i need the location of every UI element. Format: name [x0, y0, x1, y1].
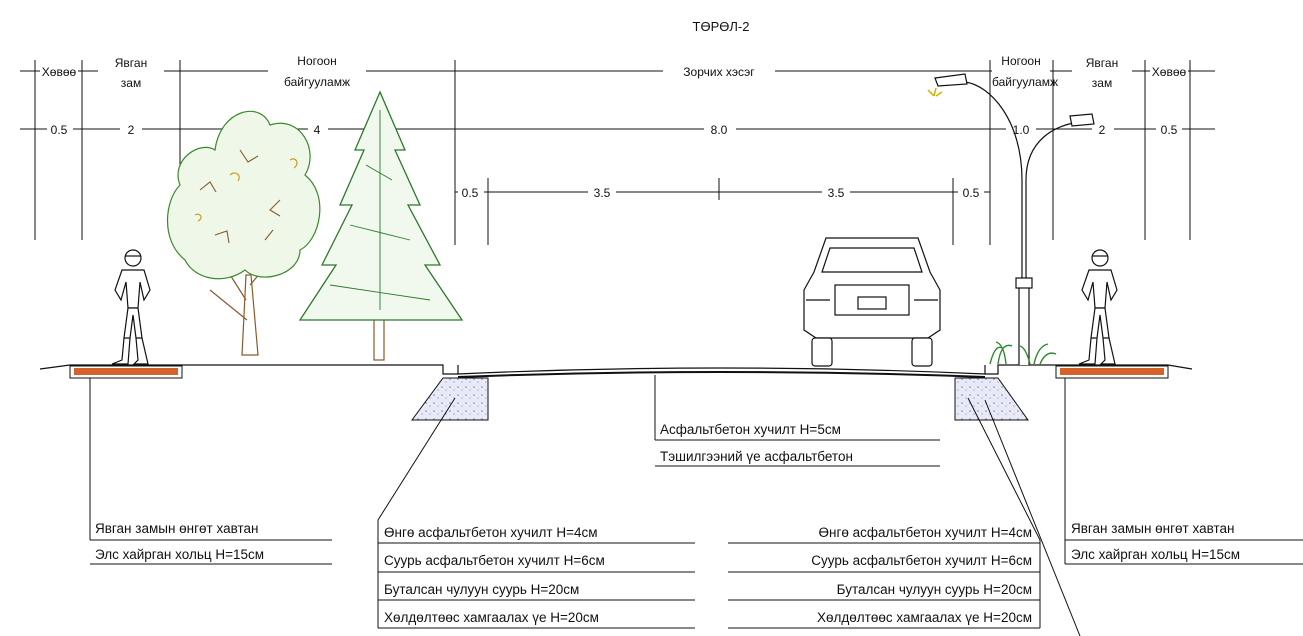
callout-road-center: Асфальтбетон хучилт H=5см Тэшилгээний үе… — [660, 422, 853, 464]
pedestrian-left-icon — [111, 249, 151, 365]
callout-right-sidewalk: Явган замын өнгөт хавтан Элс хайрган хол… — [1071, 521, 1240, 562]
left-shoulder-base — [411, 377, 489, 421]
grass-icon — [989, 341, 1057, 365]
callout-left-shoulder: Өнгө асфальтбетон хучилт H=4см Суурь асф… — [384, 525, 605, 625]
callout-right-tiles: Явган замын өнгөт хавтан — [1071, 521, 1234, 536]
right-shoulder-base — [954, 377, 1029, 421]
zone-left-green-1: Ногоон — [297, 54, 336, 68]
ground-profile — [39, 364, 1193, 378]
zone-roadway: Зорчих хэсэг — [683, 65, 755, 79]
zone-right-walk-2: зам — [1092, 76, 1112, 90]
callout-right-sand: Элс хайрган хольц H=15см — [1071, 547, 1240, 562]
zone-left-green-2: байгууламж — [284, 75, 350, 89]
callout-road-surface: Асфальтбетон хучилт H=5см — [660, 422, 841, 437]
width-dimension-row: 0.5 2 4 8.0 1.0 2 0.5 — [20, 118, 1215, 140]
callout-left-layer-4: Хөлдөлтөөс хамгаалах үе H=20см — [384, 610, 599, 625]
street-lamp-icon — [934, 73, 1095, 365]
drawing-title: ТӨРӨЛ-2 — [693, 19, 750, 34]
lane-right-shoulder: 0.5 — [963, 186, 980, 200]
width-roadway: 8.0 — [711, 123, 728, 137]
callout-right-layer-4: Хөлдөлтөөс хамгаалах үе H=20см — [817, 610, 1032, 625]
zone-right-green-2: байгууламж — [992, 75, 1058, 89]
callout-right-layer-3: Буталсан чулуун суурь H=20см — [837, 582, 1032, 597]
lane-left: 3.5 — [594, 186, 611, 200]
callout-right-layer-1: Өнгө асфальтбетон хучилт H=4см — [819, 525, 1033, 540]
callout-left-layer-2: Суурь асфальтбетон хучилт H=6см — [384, 553, 605, 568]
left-sidewalk-paving — [69, 365, 183, 379]
width-right-edge: 0.5 — [1161, 123, 1178, 137]
width-left-edge: 0.5 — [51, 123, 68, 137]
zone-right-green-1: Ногоон — [1001, 54, 1040, 68]
callout-right-shoulder: Өнгө асфальтбетон хучилт H=4см Суурь асф… — [811, 525, 1032, 625]
width-left-green: 4 — [314, 123, 321, 137]
lamp-light-icon — [927, 87, 943, 97]
leader-lines — [89, 375, 1303, 636]
callout-left-tiles: Явган замын өнгөт хавтан — [95, 521, 258, 536]
pedestrian-right-icon — [1078, 249, 1118, 365]
zone-right-walk-1: Явган — [1086, 56, 1118, 70]
callout-left-sidewalk: Явган замын өнгөт хавтан Элс хайрган хол… — [95, 521, 264, 562]
width-left-walk: 2 — [128, 123, 135, 137]
lane-dimension-row: 0.5 3.5 3.5 0.5 — [454, 178, 991, 245]
callout-road-binder: Тэшилгээний үе асфальтбетон — [660, 449, 853, 464]
deciduous-tree-icon — [166, 110, 321, 356]
zone-left-edge: Хөвөө — [42, 65, 77, 79]
width-right-green: 1.0 — [1013, 123, 1030, 137]
callout-right-layer-2: Суурь асфальтбетон хучилт H=6см — [811, 553, 1032, 568]
zone-left-walk-1: Явган — [115, 56, 147, 70]
lane-left-shoulder: 0.5 — [462, 186, 479, 200]
callout-left-sand: Элс хайрган хольц H=15см — [95, 547, 264, 562]
width-right-walk: 2 — [1099, 123, 1106, 137]
callout-left-layer-3: Буталсан чулуун суурь H=20см — [384, 582, 579, 597]
right-sidewalk-paving — [1055, 365, 1169, 379]
zone-right-edge: Хөвөө — [1152, 65, 1187, 79]
car-rear-view-icon — [803, 237, 941, 367]
zone-dimension-row: Хөвөө Явган зам Ногоон байгууламж Зорчих… — [20, 52, 1215, 94]
conifer-tree-icon — [298, 90, 464, 361]
zone-left-walk-2: зам — [121, 76, 141, 90]
callout-left-layer-1: Өнгө асфальтбетон хучилт H=4см — [384, 525, 598, 540]
lane-right: 3.5 — [828, 186, 845, 200]
